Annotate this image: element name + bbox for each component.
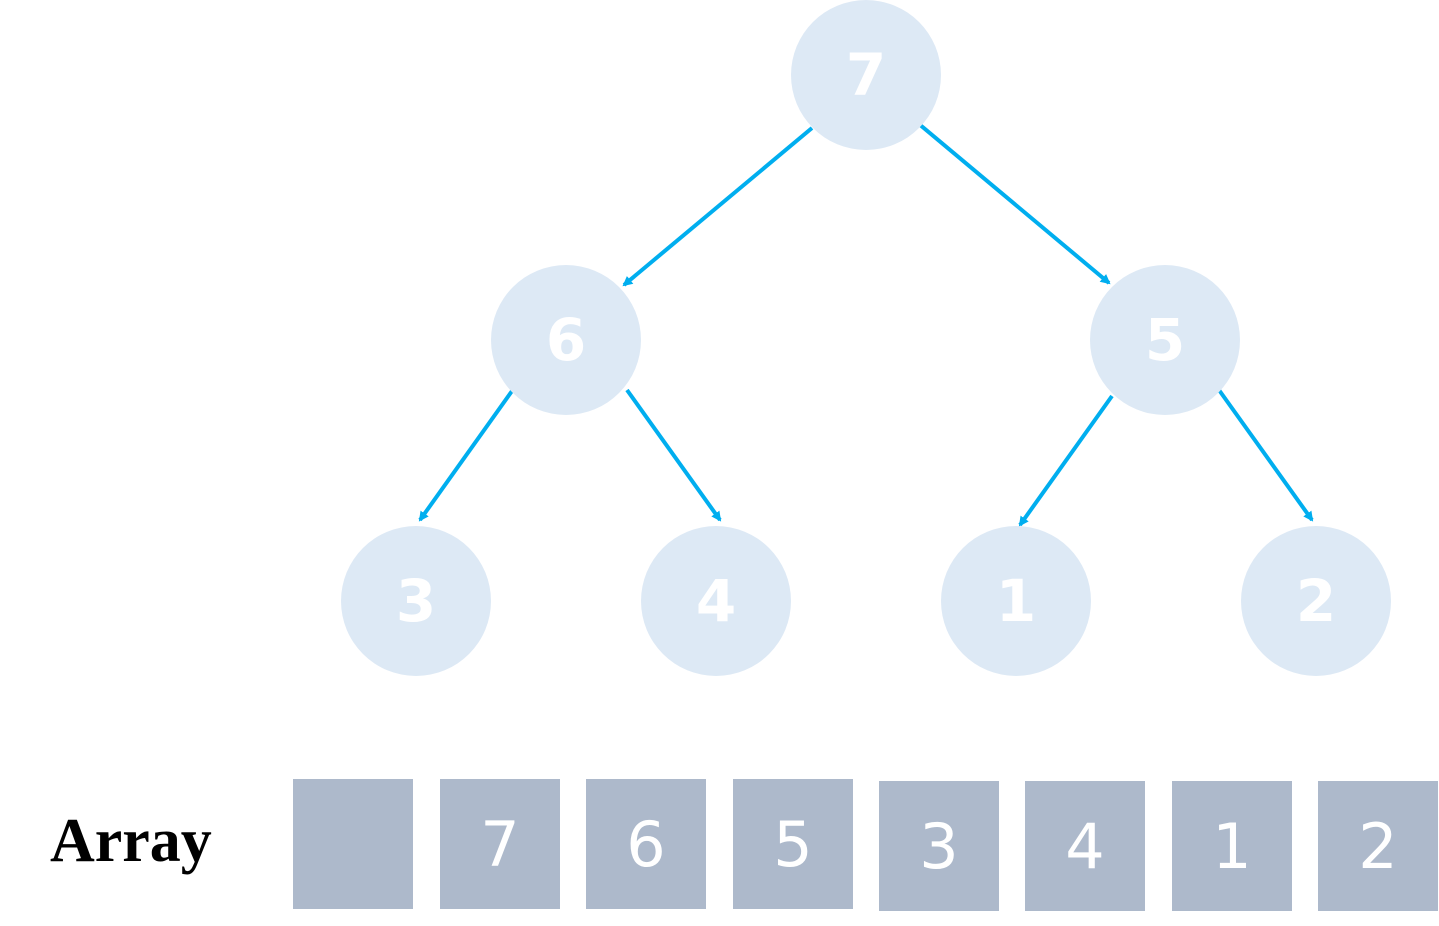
array-cell-6: 1 (1172, 781, 1292, 911)
edge-7-to-6 (622, 126, 814, 287)
array-cell-2: 6 (586, 779, 706, 909)
edge-5-to-2 (1217, 388, 1314, 522)
array-cell-4: 3 (879, 781, 999, 911)
edge-6-to-4 (625, 388, 722, 522)
edge-5-to-1 (1018, 394, 1114, 527)
tree-node-4: 4 (641, 526, 791, 676)
array-cell-5: 4 (1025, 781, 1145, 911)
tree-node-7: 7 (791, 0, 941, 150)
node-label: 6 (546, 306, 586, 374)
node-label: 1 (996, 567, 1036, 635)
node-label: 5 (1145, 306, 1185, 374)
node-label: 4 (696, 567, 736, 635)
node-label: 7 (846, 41, 886, 109)
array-cell-7: 2 (1318, 781, 1438, 911)
tree-node-2: 2 (1241, 526, 1391, 676)
tree-node-6: 6 (491, 265, 641, 415)
array-cell-1: 7 (440, 779, 560, 909)
node-label: 3 (396, 567, 436, 635)
array-cell-3: 5 (733, 779, 853, 909)
array-cell-0 (293, 779, 413, 909)
node-label: 2 (1296, 567, 1336, 635)
tree-node-3: 3 (341, 526, 491, 676)
tree-node-5: 5 (1090, 265, 1240, 415)
array-caption: Array (50, 807, 212, 875)
edge-6-to-3 (418, 389, 514, 522)
edge-7-to-5 (917, 122, 1111, 285)
tree-node-1: 1 (941, 526, 1091, 676)
